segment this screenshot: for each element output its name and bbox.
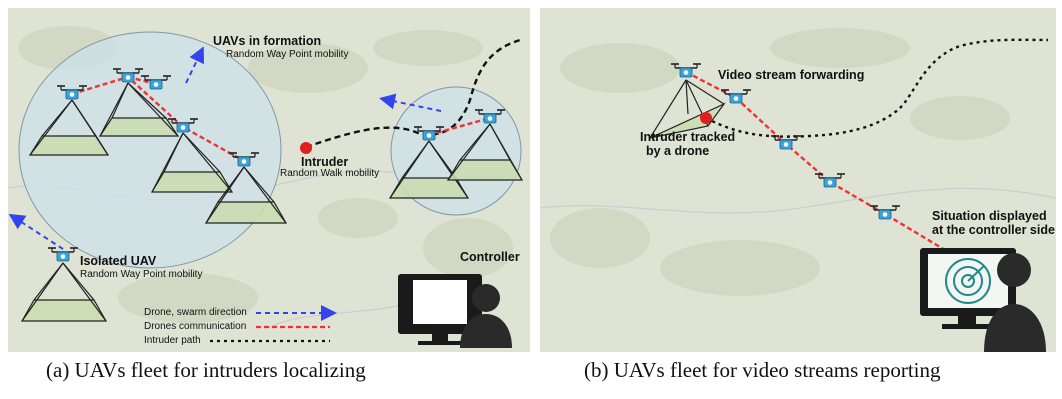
situation-label-line2: at the controller side xyxy=(932,223,1055,237)
caption-a: (a) UAVs fleet for intruders localizing xyxy=(46,358,366,382)
drone-icon xyxy=(414,126,444,141)
formation-mobility: Random Way Point mobility xyxy=(226,49,349,60)
drones xyxy=(48,68,505,262)
legend-label-direction: Drone, swarm direction xyxy=(144,307,247,318)
drones-communication-link xyxy=(428,116,491,137)
legend-label-intruder-path: Intruder path xyxy=(144,335,201,346)
controller-station xyxy=(920,248,1046,352)
legend-label-communication: Drones communication xyxy=(144,321,247,332)
drone-icon xyxy=(870,205,900,220)
camera-footprints xyxy=(20,82,524,322)
camera-footprint xyxy=(446,123,524,181)
drone-icon xyxy=(57,85,87,100)
drone-icon xyxy=(48,247,78,262)
drone-icon xyxy=(815,173,845,188)
camera-footprint xyxy=(98,82,180,137)
controller-station xyxy=(398,274,512,348)
tracked-label-line2: by a drone xyxy=(646,144,710,158)
drone-icon xyxy=(475,109,505,124)
camera-footprint xyxy=(150,132,234,193)
panel-a-map: UAVs in formation Random Way Point mobil… xyxy=(8,8,530,352)
controller-label: Controller xyxy=(460,250,520,264)
isolated-mobility: Random Way Point mobility xyxy=(80,269,203,280)
panel-a-canvas xyxy=(8,8,530,352)
camera-footprint xyxy=(20,262,108,322)
swarm-direction-arrow xyxy=(185,46,204,84)
situation-label-line1: Situation displayed xyxy=(932,209,1047,223)
caption-b: (b) UAVs fleet for video streams reporti… xyxy=(584,358,941,382)
panel-b-map: Video stream forwarding Intruder tracked… xyxy=(540,8,1056,352)
drone-icon xyxy=(671,63,701,78)
intruder-path xyxy=(705,38,1049,138)
drones xyxy=(671,63,900,220)
isolated-title: Isolated UAV xyxy=(80,254,157,268)
intruder-mobility: Random Walk mobility xyxy=(280,168,380,179)
drone-icon xyxy=(113,68,143,83)
drone-icon xyxy=(141,75,171,90)
intruder-title: Intruder xyxy=(301,155,349,169)
swarm-direction-arrow xyxy=(379,93,442,112)
terrain-texture xyxy=(550,28,1010,296)
panel-b-canvas xyxy=(540,8,1056,352)
formation-title: UAVs in formation xyxy=(213,34,322,48)
drone-icon xyxy=(771,135,801,150)
video-relay-link xyxy=(685,70,946,252)
video-stream-label: Video stream forwarding xyxy=(718,68,865,82)
drone-icon xyxy=(168,118,198,133)
intruder-marker xyxy=(700,112,712,124)
camera-footprint xyxy=(388,140,470,199)
drone-icon xyxy=(721,89,751,104)
intruder-marker xyxy=(300,142,312,154)
camera-footprint xyxy=(28,99,110,156)
intruder-path xyxy=(305,38,521,149)
camera-footprint xyxy=(204,166,288,224)
isolated-direction-arrow xyxy=(8,213,64,250)
tracked-label-line1: Intruder tracked xyxy=(640,130,736,144)
drone-icon xyxy=(229,152,259,167)
